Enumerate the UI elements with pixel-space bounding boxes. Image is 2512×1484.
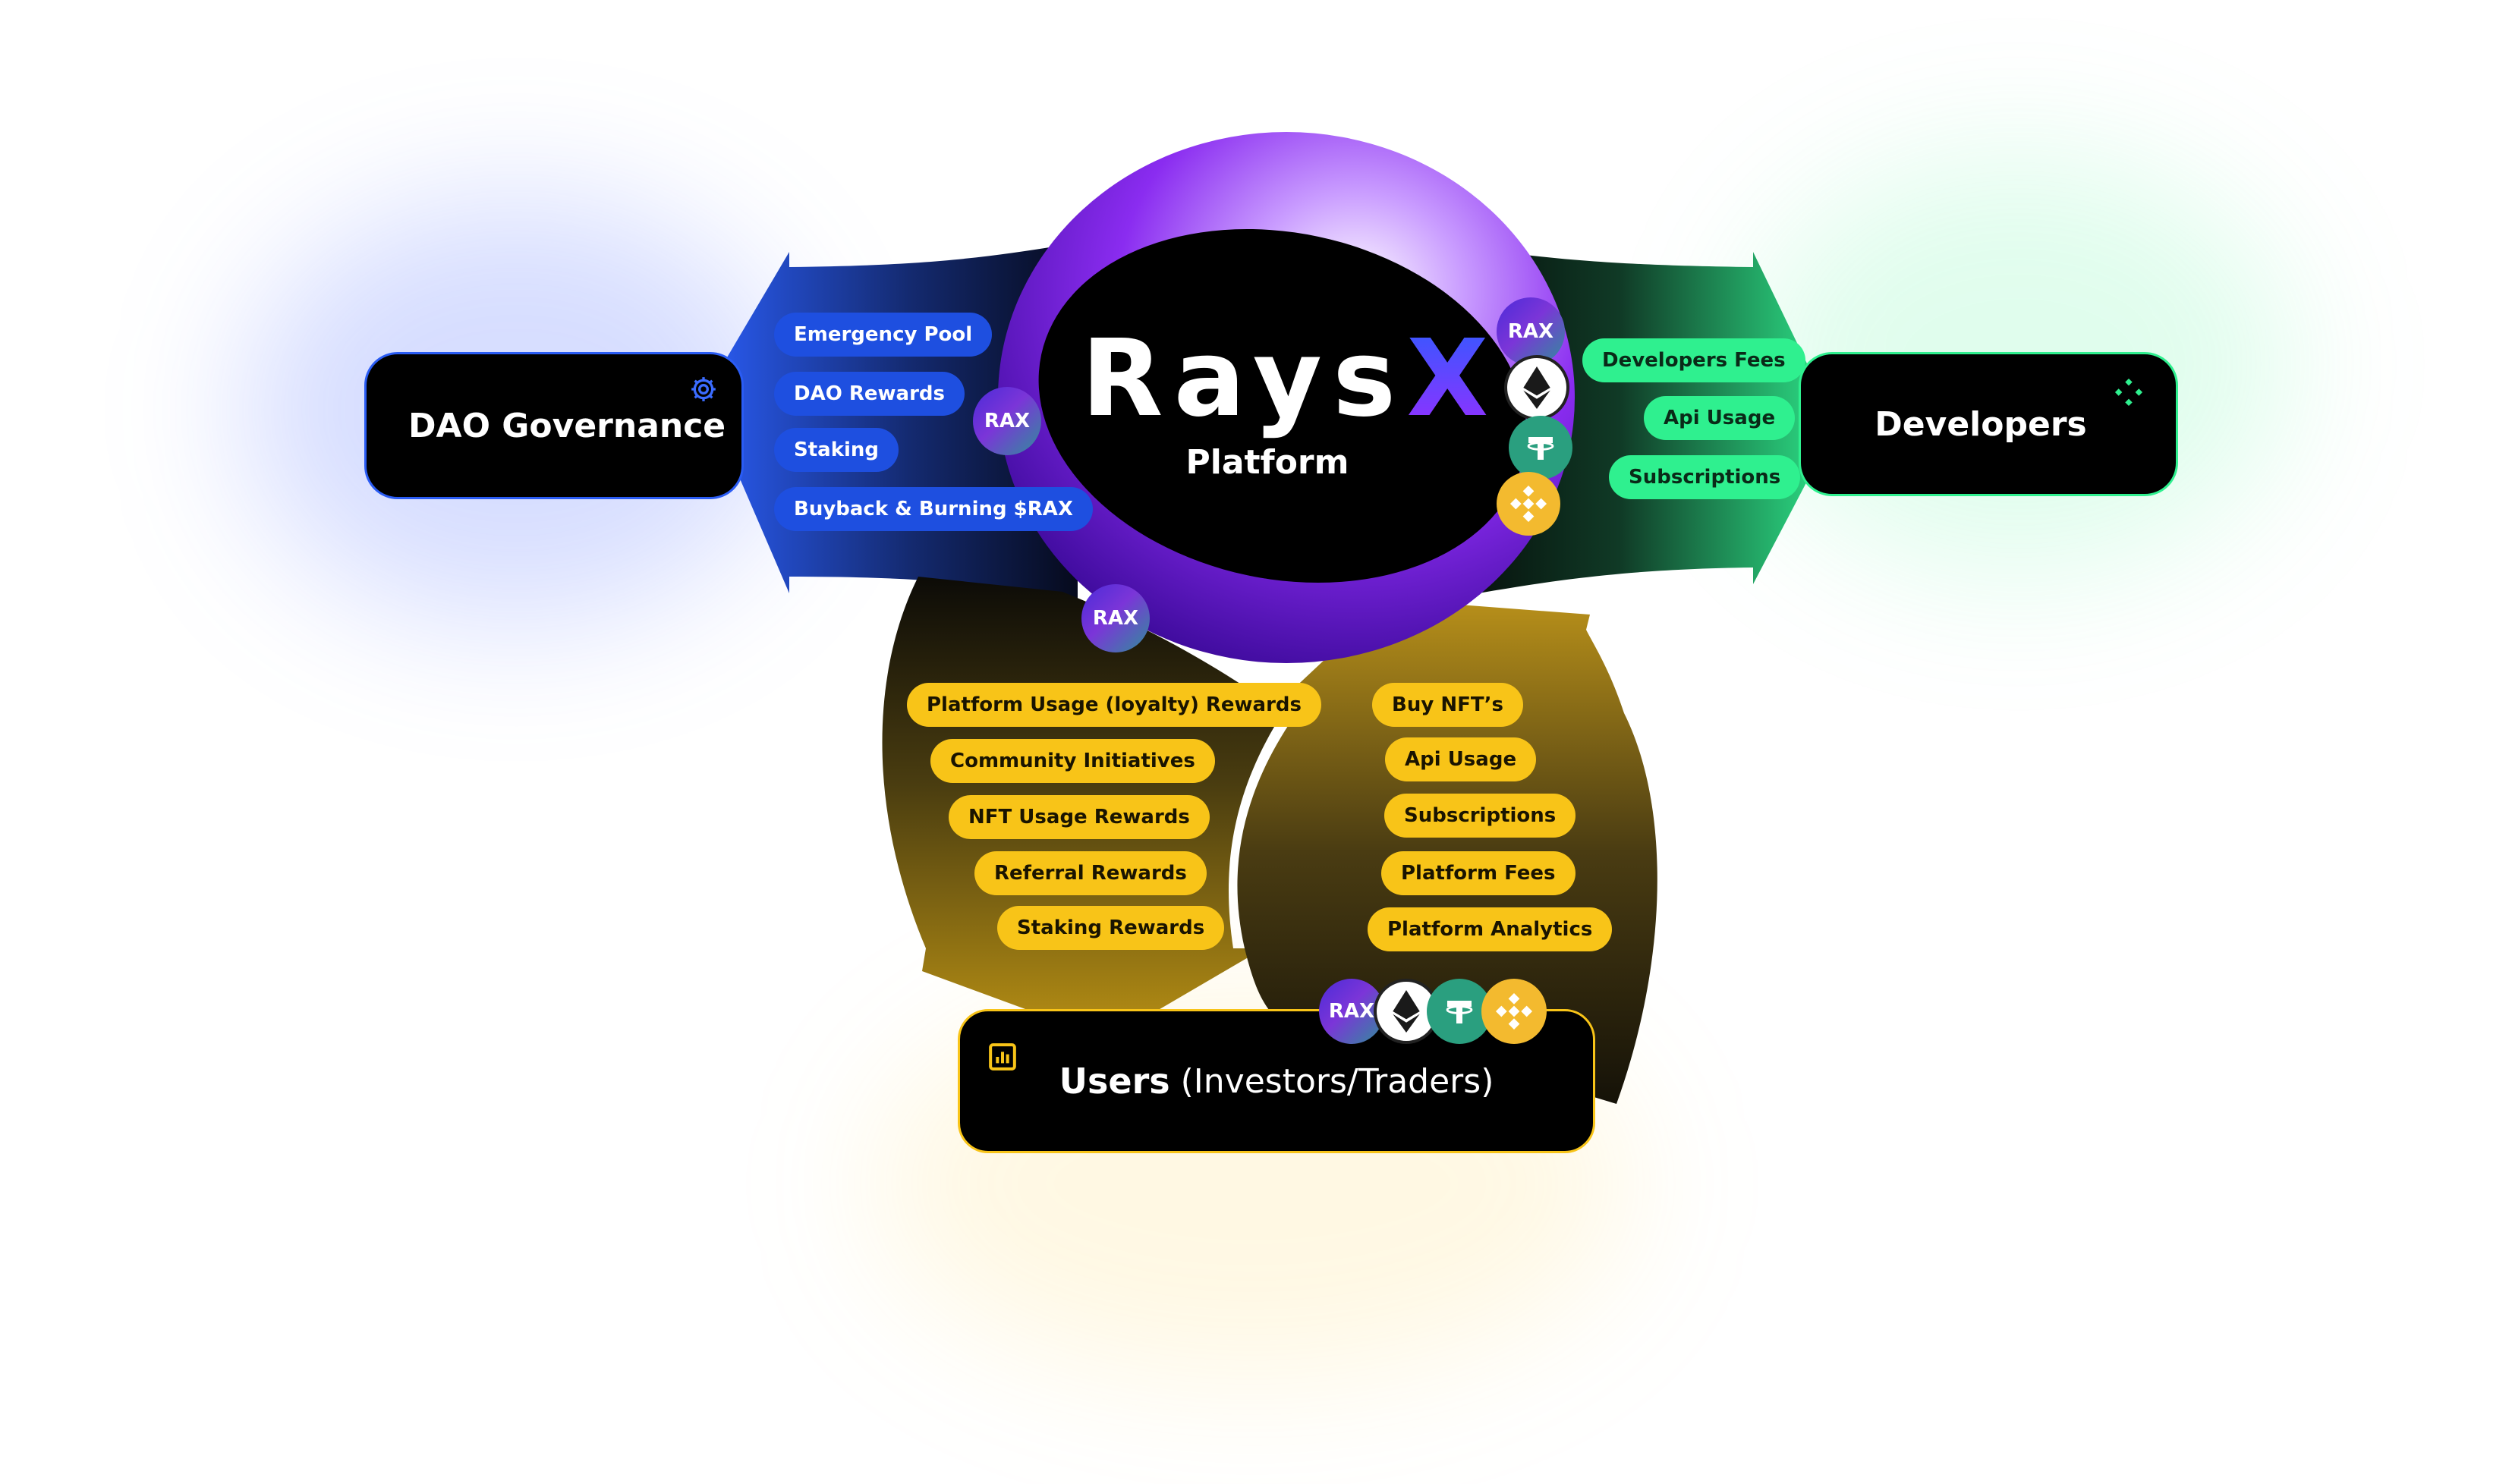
platform-core: [1038, 228, 1527, 583]
users-outgoing-item: NFT Usage Rewards: [949, 795, 1210, 839]
developers-item: Subscriptions: [1609, 455, 1801, 499]
dao-item: Staking: [774, 428, 899, 472]
dao-governance-box[interactable]: DAO Governance: [364, 352, 744, 499]
rax-coin-label: RAX: [1507, 320, 1554, 343]
ethereum-icon: [1504, 355, 1569, 420]
users-outgoing-item: Platform Usage (loyalty) Rewards: [907, 683, 1322, 727]
platform-logo: RaysX: [1062, 326, 1518, 432]
users-outgoing-item: Referral Rewards: [974, 851, 1207, 895]
dao-item: Emergency Pool: [774, 313, 993, 357]
developers-box[interactable]: Developers: [1799, 352, 2178, 496]
rax-coin-label: RAX: [1328, 1000, 1375, 1023]
developers-title: Developers: [1875, 404, 2087, 444]
rax-coin-icon: RAX: [1497, 297, 1565, 366]
developers-item: Developers Fees: [1582, 338, 1805, 382]
nodes-icon: [2114, 377, 2144, 410]
platform-subtitle: Platform: [1185, 443, 1349, 482]
users-subtitle: (Investors/Traders): [1180, 1061, 1494, 1101]
logo-accent: X: [1406, 317, 1500, 441]
users-incoming-item: Api Usage: [1385, 737, 1537, 781]
bar-chart-icon: [987, 1042, 1018, 1075]
users-title: Users: [1059, 1061, 1170, 1102]
users-outgoing-item: Community Initiatives: [930, 739, 1215, 783]
gear-icon: [688, 374, 719, 407]
rax-coin-icon: RAX: [973, 387, 1041, 455]
logo-text: Rays: [1081, 317, 1407, 441]
tether-icon: [1509, 416, 1572, 479]
users-box[interactable]: Users (Investors/Traders): [958, 1009, 1595, 1153]
bnb-icon: [1497, 472, 1560, 536]
bnb-icon: [1481, 979, 1547, 1044]
users-incoming-item: Platform Fees: [1381, 851, 1576, 895]
users-outgoing-item: Staking Rewards: [997, 906, 1225, 950]
users-incoming-item: Subscriptions: [1384, 794, 1576, 838]
rax-coin-label: RAX: [984, 410, 1031, 432]
developers-item: Api Usage: [1644, 396, 1796, 440]
dao-item: Buyback & Burning $RAX: [774, 487, 1093, 531]
rax-coin-label: RAX: [1092, 607, 1139, 630]
users-incoming-item: Platform Analytics: [1368, 907, 1613, 951]
ethereum-icon: [1374, 979, 1439, 1044]
rax-coin-icon: RAX: [1081, 584, 1150, 652]
dao-governance-title: DAO Governance: [408, 406, 726, 445]
rax-coin-icon: RAX: [1319, 979, 1384, 1044]
tether-icon: [1427, 979, 1492, 1044]
dao-item: DAO Rewards: [774, 372, 965, 416]
users-incoming-item: Buy NFT’s: [1372, 683, 1523, 727]
